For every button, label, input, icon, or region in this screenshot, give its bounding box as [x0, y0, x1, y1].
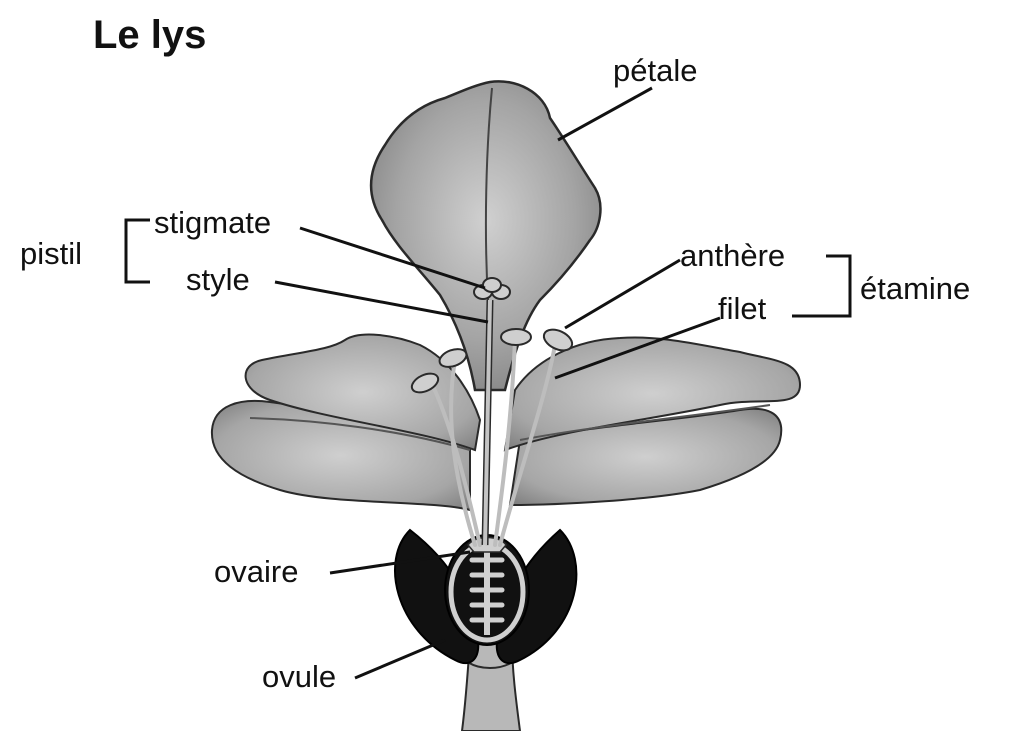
- label-petale: pétale: [613, 55, 697, 86]
- label-etamine: étamine: [860, 273, 970, 304]
- label-ovule: ovule: [262, 661, 336, 692]
- label-filet: filet: [718, 293, 766, 324]
- anther-3: [501, 329, 531, 345]
- label-pistil: pistil: [20, 238, 82, 269]
- etamine-bracket: [792, 256, 850, 316]
- label-style: style: [186, 264, 250, 295]
- leader-anthere: [565, 260, 680, 328]
- diagram-title: Le lys: [93, 15, 206, 55]
- pistil-bracket: [126, 220, 150, 282]
- leader-ovule: [355, 640, 445, 678]
- label-anthere: anthère: [680, 240, 785, 271]
- label-ovaire: ovaire: [214, 556, 298, 587]
- leader-petale: [558, 88, 652, 140]
- label-stigmate: stigmate: [154, 207, 271, 238]
